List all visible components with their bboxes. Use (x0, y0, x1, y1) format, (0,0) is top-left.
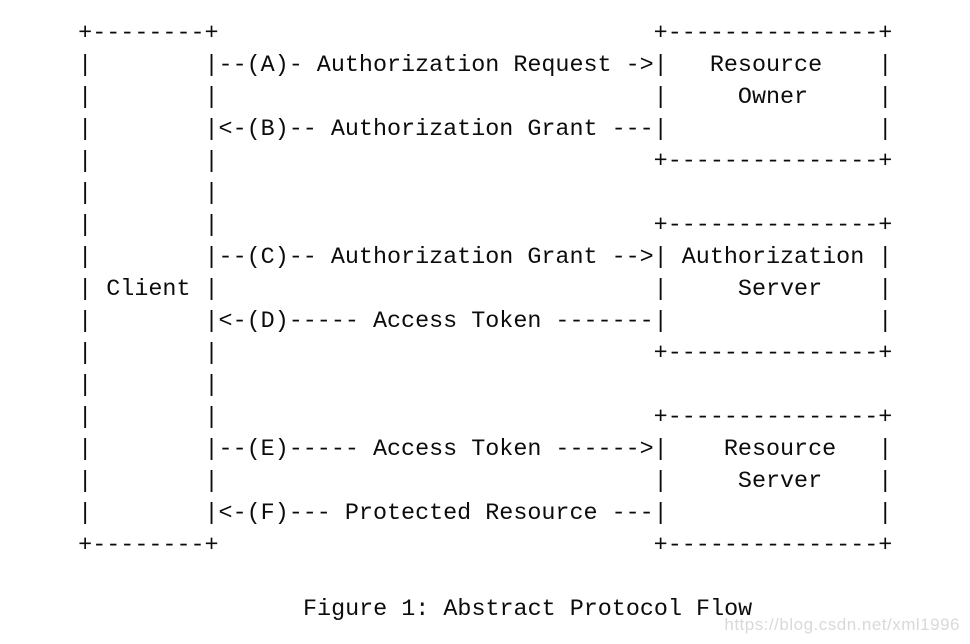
watermark-url: https://blog.csdn.net/xml1996 (724, 615, 960, 634)
figure-caption: Figure 1: Abstract Protocol Flow (303, 597, 753, 623)
ascii-protocol-diagram: +--------+ +---------------+ | |--(A)- A… (78, 21, 893, 559)
